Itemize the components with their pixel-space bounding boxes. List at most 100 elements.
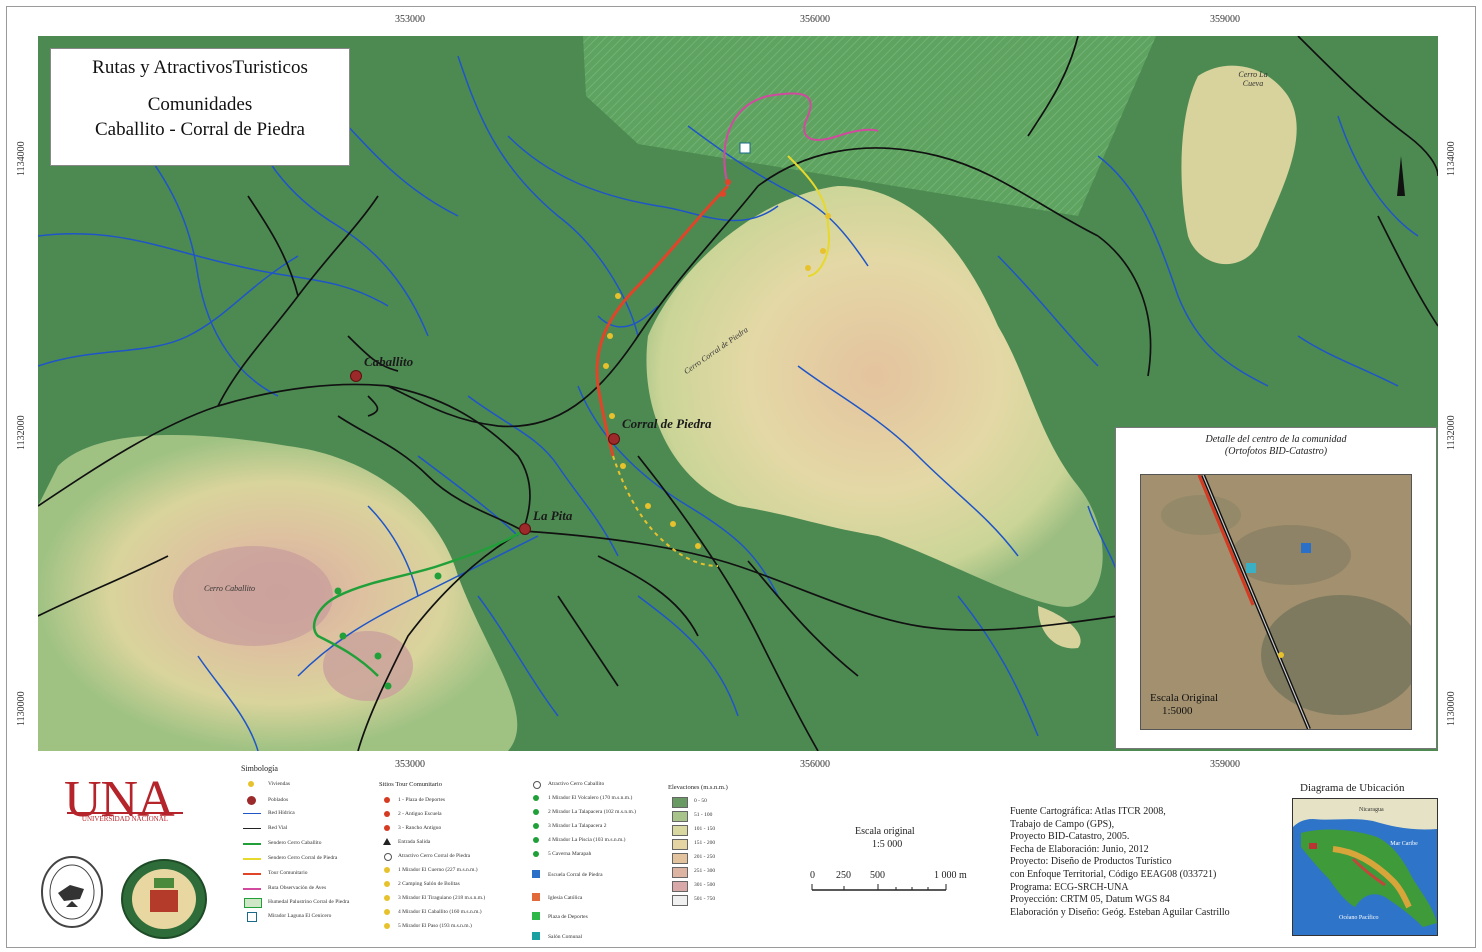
- legend-sym-viviendas-icon: [248, 781, 254, 787]
- label-cerro-la-cueva: Cerro La Cueva: [1238, 70, 1268, 88]
- legend-item: Red Vial: [268, 825, 288, 831]
- una-logo: UNA: [64, 771, 175, 828]
- legend-sym-roads-icon: [243, 828, 261, 829]
- legend-cab: Iglesia Católica: [548, 895, 583, 901]
- sitio-marker-icon: [384, 797, 390, 803]
- coord-top-2: 356000: [800, 14, 830, 25]
- seal-right-icon: [121, 859, 207, 939]
- scale-label: Escala original: [855, 826, 915, 837]
- cerro-corral-hill: [646, 186, 1103, 607]
- elevation-swatch: [672, 825, 688, 836]
- inset-title-1: Detalle del centro de la comunidad: [1205, 434, 1347, 445]
- legend-cab: Salón Comunal: [548, 934, 583, 940]
- map-title-box: Rutas y AtractivosTuristicos Comunidades…: [50, 48, 350, 166]
- elevation-label: 101 - 150: [694, 826, 716, 832]
- legend-sitio: Atractivo Cerro Corral de Piedra: [398, 853, 471, 859]
- legend-cab: Plaza de Deportes: [548, 914, 588, 920]
- location-diagram[interactable]: Mar Caribe Océano Pacífico Nicaragua: [1292, 798, 1438, 936]
- atractivo-icon: [384, 853, 392, 861]
- coord-left-2: 1132000: [16, 415, 27, 450]
- route-tour-red: [595, 184, 730, 457]
- source-line: con Enfoque Territorial, Código EEAG08 (…: [1010, 868, 1217, 880]
- legend-sitio: 1 - Plaza de Deportes: [398, 797, 446, 803]
- source-line: Fuente Cartográfica: Atlas ITCR 2008,: [1010, 806, 1166, 817]
- legend-item: Red Hídrica: [268, 810, 295, 816]
- elevation-label: 151 - 200: [694, 840, 716, 846]
- mirador-yellow-icon: [384, 867, 390, 873]
- scale-value: 1:5 000: [872, 839, 903, 850]
- school-icon: [532, 870, 540, 878]
- elevation-swatch: [672, 895, 688, 906]
- diagram-pacific-label: Océano Pacífico: [1339, 915, 1379, 921]
- diagram-nicaragua-label: Nicaragua: [1359, 807, 1384, 813]
- inset-scale-label: Escala Original: [1150, 692, 1219, 704]
- church-icon: [532, 893, 540, 901]
- legend-title: Simbología: [241, 764, 278, 773]
- route-corral-yellow: [612, 455, 719, 567]
- mirador-green-icon: [533, 795, 539, 801]
- legend-sitio: 1 Mirador El Cuerno (227 m.s.n.m.): [398, 867, 478, 873]
- coord-top-3: 359000: [1210, 14, 1240, 25]
- coord-right-3: 1130000: [1446, 691, 1457, 726]
- elevation-swatch: [672, 797, 688, 808]
- source-line: Proyección: CRTM 05, Datum WGS 84: [1010, 894, 1170, 906]
- legend-sitio: 3 - Rancho Antiguo: [398, 825, 442, 831]
- legend-sym-aves-icon: [243, 888, 261, 890]
- sitio-marker-icon: [384, 811, 390, 817]
- coord-top-1: 353000: [395, 14, 425, 25]
- scale-tick-250: 250: [836, 870, 851, 881]
- legend-sym-corral-trail-icon: [243, 858, 261, 860]
- coord-bottom-2: 356000: [800, 759, 830, 770]
- costa-rica-shape: [1301, 829, 1437, 927]
- scale-tick-1000: 1 000 m: [934, 870, 967, 881]
- elevation-label: 251 - 300: [694, 868, 716, 874]
- legend-item: Poblados: [268, 797, 289, 803]
- legend-cab: 5 Caverna Marapah: [548, 851, 592, 857]
- inset-title-2: (Ortofotos BID-Catastro): [1224, 446, 1328, 457]
- elevation-label: 0 - 50: [694, 798, 707, 804]
- mirador-yellow-icon: [384, 881, 390, 887]
- legend-sitio: 2 Camping Salón de Bolitas: [398, 881, 460, 887]
- elevation-swatch: [672, 867, 688, 878]
- poblado-caballito: [350, 370, 362, 382]
- atractivo-caballito-icon: [533, 781, 541, 789]
- legend-item: Ruta Observación de Aves: [268, 885, 327, 891]
- label-la-pita: La Pita: [533, 508, 573, 523]
- mirador-green-icon: [533, 837, 539, 843]
- source-line: Proyecto: Diseño de Productos Turístico: [1010, 856, 1172, 868]
- label-cerro-caballito: Cerro Caballito: [204, 584, 256, 593]
- elevation-label: 301 - 500: [694, 882, 716, 888]
- detail-inset[interactable]: Detalle del centro de la comunidad (Orto…: [1115, 427, 1437, 749]
- route-yellow-summit: [787, 155, 830, 277]
- route-birds-magenta: [723, 92, 879, 187]
- legend-cab: 2 Mirador La Talapacera (102 m.s.n.m.): [548, 809, 636, 815]
- source-line: Fecha de Elaboración: Junio, 2012: [1010, 843, 1149, 855]
- legend-sym-humedal-icon: [244, 898, 262, 908]
- map-svg: [38, 36, 1438, 751]
- title-line3: Caballito - Corral de Piedra: [95, 119, 305, 140]
- poblado-corral: [608, 433, 620, 445]
- source-block: Fuente Cartográfica: Atlas ITCR 2008, Tr…: [1010, 806, 1230, 919]
- source-line: Trabajo de Campo (GPS),: [1010, 818, 1115, 830]
- legend-cab: 1 Mirador El Volcalero (170 m.s.n.m.): [548, 795, 633, 801]
- poblado-lapita: [519, 523, 531, 535]
- elevation-label: 201 - 250: [694, 854, 716, 860]
- sports-icon: [532, 912, 540, 920]
- sitio-marker-icon: [384, 825, 390, 831]
- scale-tick-500: 500: [870, 870, 885, 881]
- legend-cab: Escuela Corral de Piedra: [548, 872, 603, 878]
- legend-sym-tour-icon: [243, 873, 261, 875]
- legend-cab-title: Atractivo Cerro Caballito: [548, 781, 605, 787]
- elevation-label: 501 - 750: [694, 896, 716, 902]
- legend-item: Tour Comunitario: [268, 870, 308, 876]
- entrada-triangle-icon: [383, 838, 391, 845]
- legend-sitio: 4 Mirador El Caballito (160 m.s.n.m.): [398, 909, 482, 915]
- coord-left-3: 1130000: [16, 691, 27, 726]
- title-line2: Comunidades: [147, 94, 253, 115]
- coord-right-1: 1134000: [1446, 141, 1457, 176]
- legend-sitios-title: Sitios Tour Comunitario: [379, 781, 442, 788]
- elevation-swatch: [672, 853, 688, 864]
- route-caballito-green: [312, 529, 524, 677]
- legend-sym-poblados-icon: [247, 796, 256, 805]
- legend-sitio: 2 - Antiguo Escuela: [398, 811, 442, 817]
